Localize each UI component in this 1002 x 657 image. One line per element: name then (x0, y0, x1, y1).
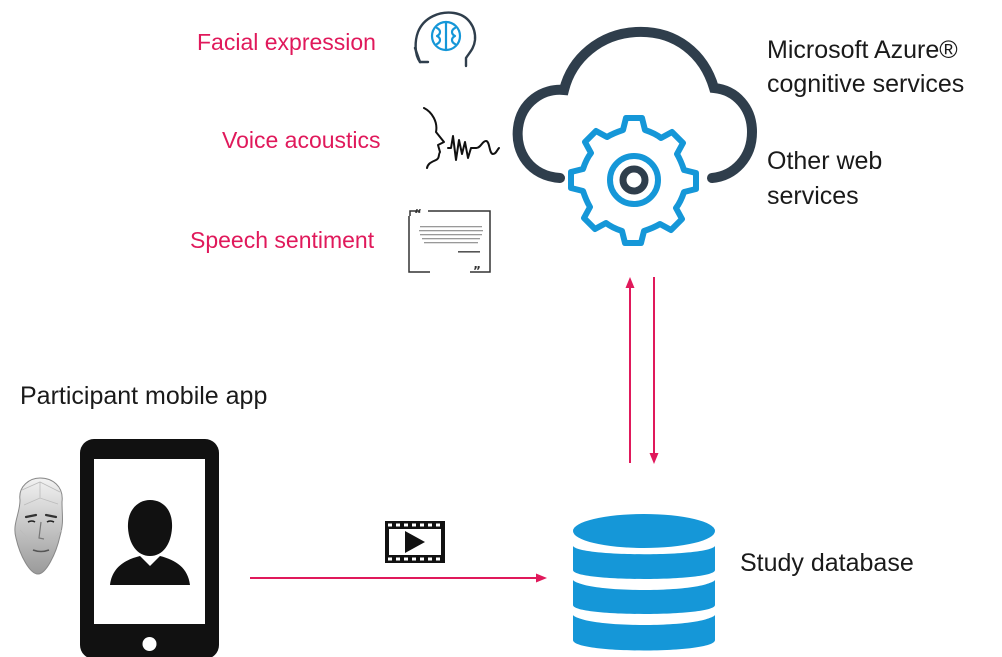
speaking-head-waveform-icon (423, 107, 500, 169)
label-study-database: Study database (740, 549, 914, 577)
label-speech-sentiment: Speech sentiment (190, 227, 375, 253)
database-icon (573, 514, 715, 651)
phone-user-icon (80, 439, 219, 657)
video-play-icon (385, 521, 445, 563)
label-participant-app: Participant mobile app (20, 382, 268, 410)
quote-card-icon: “ ” (408, 207, 491, 278)
label-other-line2: services (767, 182, 859, 210)
label-facial-expression: Facial expression (197, 29, 376, 55)
cloud-gear-icon (512, 26, 758, 246)
brain-head-icon (413, 11, 477, 68)
face-icon (14, 477, 63, 575)
svg-text:“: “ (414, 207, 422, 221)
label-voice-acoustics: Voice acoustics (222, 127, 381, 153)
phone-db-arrow (250, 573, 547, 583)
label-azure-line1: Microsoft Azure® (767, 36, 958, 64)
cloud-db-arrows (625, 277, 659, 464)
label-azure-line2: cognitive services (767, 70, 965, 98)
svg-text:”: ” (473, 264, 481, 278)
label-other-line1: Other web (767, 147, 883, 175)
